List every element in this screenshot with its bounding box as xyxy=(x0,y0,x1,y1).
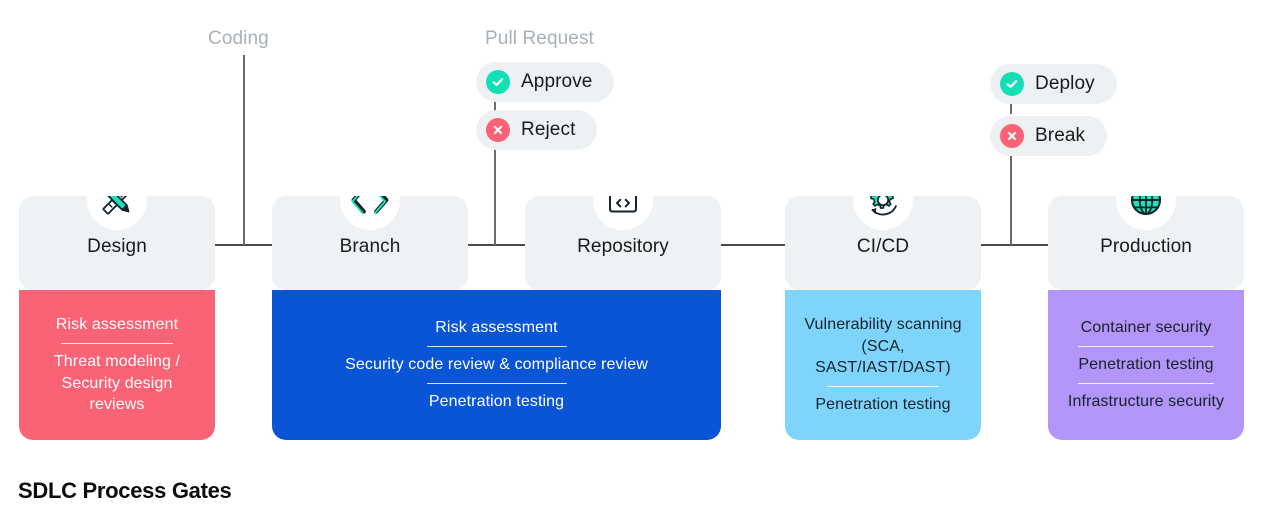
stage-title-production: Production xyxy=(1100,236,1192,257)
stage-item: Penetration testing xyxy=(815,396,951,414)
stage-title-design: Design xyxy=(87,236,147,257)
stage-item: Vulnerability scanning (SCA, SAST/IAST/D… xyxy=(804,316,962,377)
stage-title-cicd: CI/CD xyxy=(856,236,910,257)
ruler-pencil-icon xyxy=(91,196,143,226)
connector-coding-vertical xyxy=(243,55,245,245)
stage-item: Risk assessment xyxy=(55,316,179,334)
phase-label-coding: Coding xyxy=(208,28,269,49)
stage-card-cicd[interactable]: CI/CD xyxy=(785,196,981,290)
item-divider xyxy=(1078,382,1214,385)
stage-body-design: Risk assessment Threat modeling / Securi… xyxy=(19,290,215,440)
stage-card-repository[interactable]: Repository xyxy=(525,196,721,290)
item-divider xyxy=(827,385,939,388)
item-divider xyxy=(61,342,173,345)
stage-item: Infrastructure security xyxy=(1067,393,1225,411)
phase-label-pull-request: Pull Request xyxy=(485,28,594,49)
pill-break[interactable]: Break xyxy=(990,116,1108,156)
stage-header-cicd: CI/CD xyxy=(785,196,981,290)
stage-header-production: Production xyxy=(1048,196,1244,290)
stage-item: Penetration testing xyxy=(428,393,565,411)
connector-approve-reject-vertical xyxy=(494,96,496,112)
connector-pullrequest-vertical xyxy=(494,144,496,245)
code-brackets-icon xyxy=(344,196,396,226)
x-circle-icon xyxy=(486,118,510,142)
pill-deploy[interactable]: Deploy xyxy=(990,64,1117,104)
connector-cicd-production xyxy=(973,244,1057,246)
gear-refresh-icon xyxy=(857,196,909,226)
pill-break-label: Break xyxy=(1035,125,1086,146)
page-title: SDLC Process Gates xyxy=(18,478,232,503)
check-circle-icon xyxy=(1000,72,1024,96)
stage-item: Threat modeling / Security design review… xyxy=(53,353,181,414)
stage-body-branch-repository: Risk assessment Security code review & c… xyxy=(272,290,721,440)
stage-title-repository: Repository xyxy=(577,236,669,257)
pill-reject-label: Reject xyxy=(521,119,576,140)
item-divider xyxy=(426,382,567,385)
stage-card-branch[interactable]: Branch xyxy=(272,196,468,290)
stage-header-design: Design xyxy=(19,196,215,290)
pill-deploy-label: Deploy xyxy=(1035,73,1095,94)
stage-card-production[interactable]: Production xyxy=(1048,196,1244,290)
stage-card-design[interactable]: Design xyxy=(19,196,215,290)
item-divider xyxy=(1078,345,1214,348)
connector-deploy-vertical xyxy=(1010,150,1012,245)
pill-reject[interactable]: Reject xyxy=(476,110,598,150)
stage-header-branch: Branch xyxy=(272,196,468,290)
browser-code-icon xyxy=(597,196,649,226)
stage-header-repository: Repository xyxy=(525,196,721,290)
pill-approve-label: Approve xyxy=(521,71,593,92)
stage-body-cicd: Vulnerability scanning (SCA, SAST/IAST/D… xyxy=(785,290,981,440)
stage-item: Container security xyxy=(1080,319,1212,337)
x-circle-icon xyxy=(1000,124,1024,148)
stage-item: Penetration testing xyxy=(1078,356,1214,374)
stage-item: Security code review & compliance review xyxy=(345,356,648,374)
stage-body-production: Container security Penetration testing I… xyxy=(1048,290,1244,440)
connector-deploy-break-vertical xyxy=(1010,98,1012,114)
pill-approve[interactable]: Approve xyxy=(476,62,615,102)
check-circle-icon xyxy=(486,70,510,94)
globe-icon xyxy=(1120,196,1172,226)
stage-item: Risk assessment xyxy=(435,319,558,337)
stage-title-branch: Branch xyxy=(339,236,401,257)
item-divider xyxy=(426,345,567,348)
connector-repository-cicd xyxy=(712,244,794,246)
